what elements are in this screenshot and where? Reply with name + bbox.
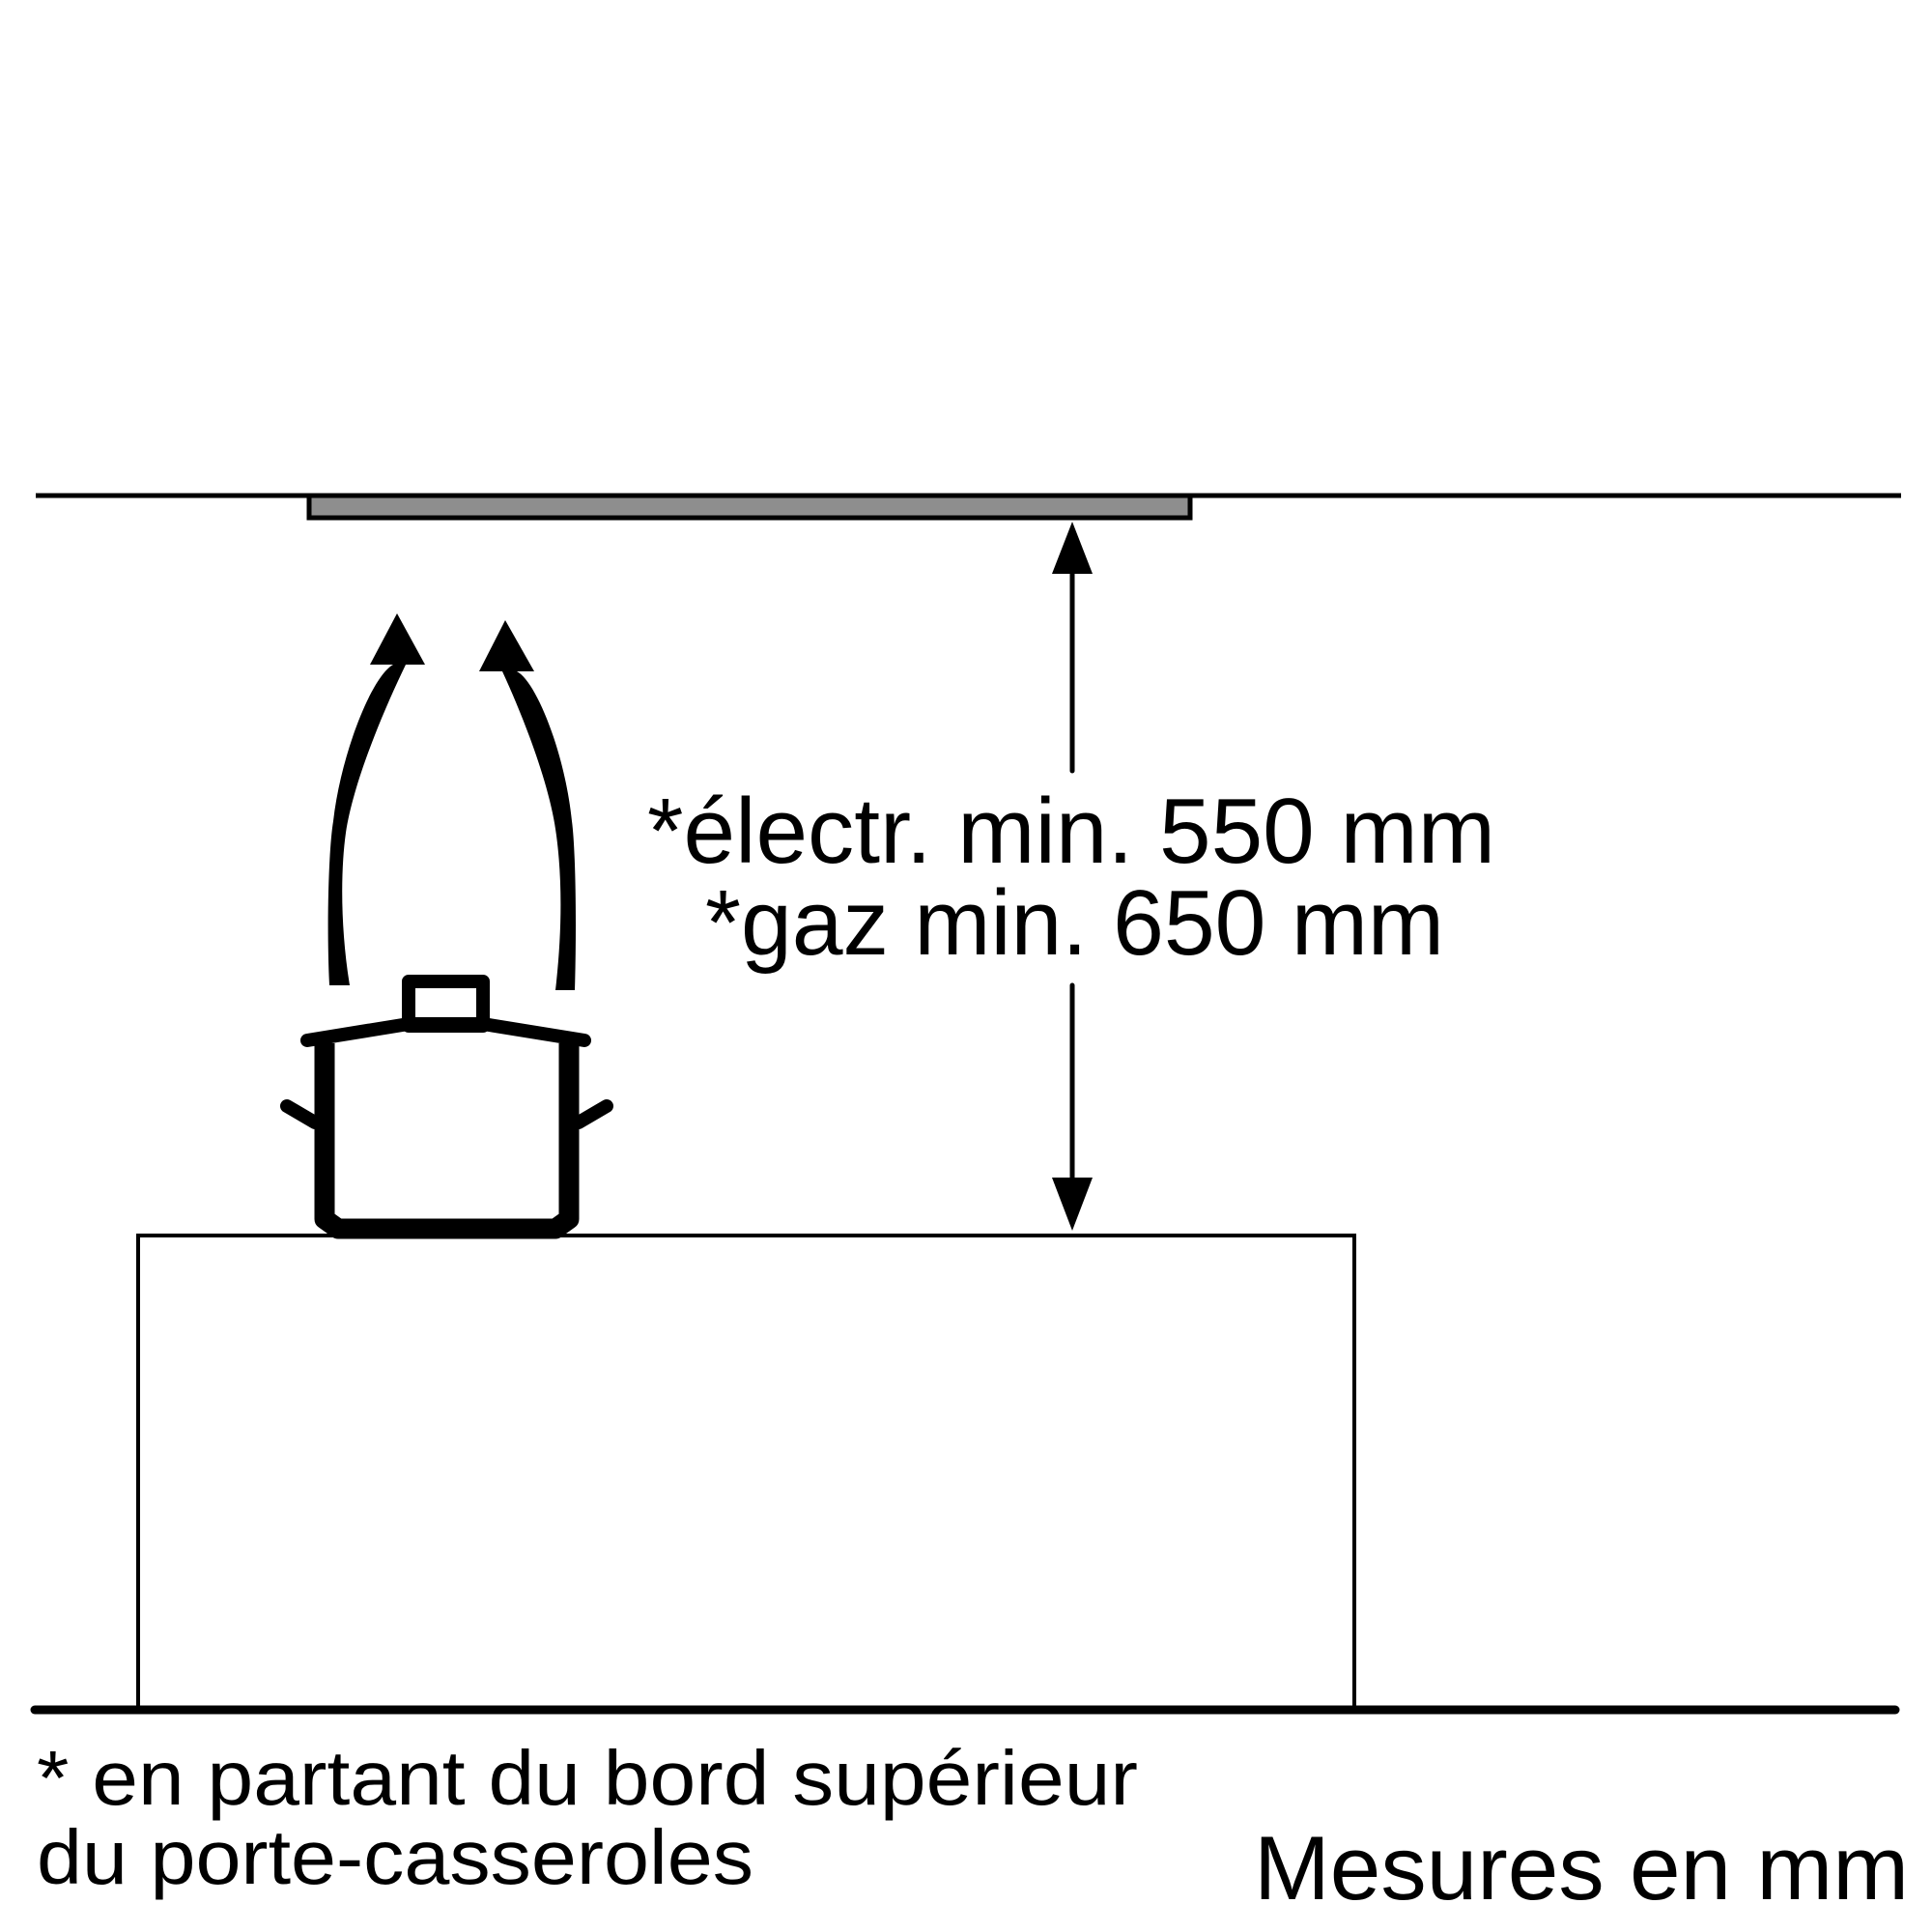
ceiling-hood-panel <box>306 493 1193 521</box>
units-note: Mesures en mm <box>1254 1817 1909 1918</box>
arrowhead-down-icon <box>1052 1178 1093 1231</box>
pot-handle-left <box>280 1099 322 1129</box>
pot-lid <box>300 1017 591 1047</box>
footnote-line-2: du porte-casseroles <box>37 1814 753 1900</box>
pot-body <box>314 1043 580 1239</box>
dimension-arrow <box>1052 522 1093 1231</box>
steam-arrow-left-icon <box>327 613 425 985</box>
dimension-label-electric: *électr. min. 550 mm <box>647 780 1495 883</box>
arrowhead-up-icon <box>1052 522 1093 574</box>
steam-arrow-right-icon <box>479 620 576 990</box>
counter-cabinet <box>136 1234 1356 1712</box>
pot-handle-right <box>572 1099 613 1129</box>
footnote-line-1: * en partant du bord supérieur <box>37 1735 1138 1821</box>
cooking-pot-icon <box>280 975 613 1239</box>
dimension-label-gas: *gaz min. 650 mm <box>705 871 1444 975</box>
